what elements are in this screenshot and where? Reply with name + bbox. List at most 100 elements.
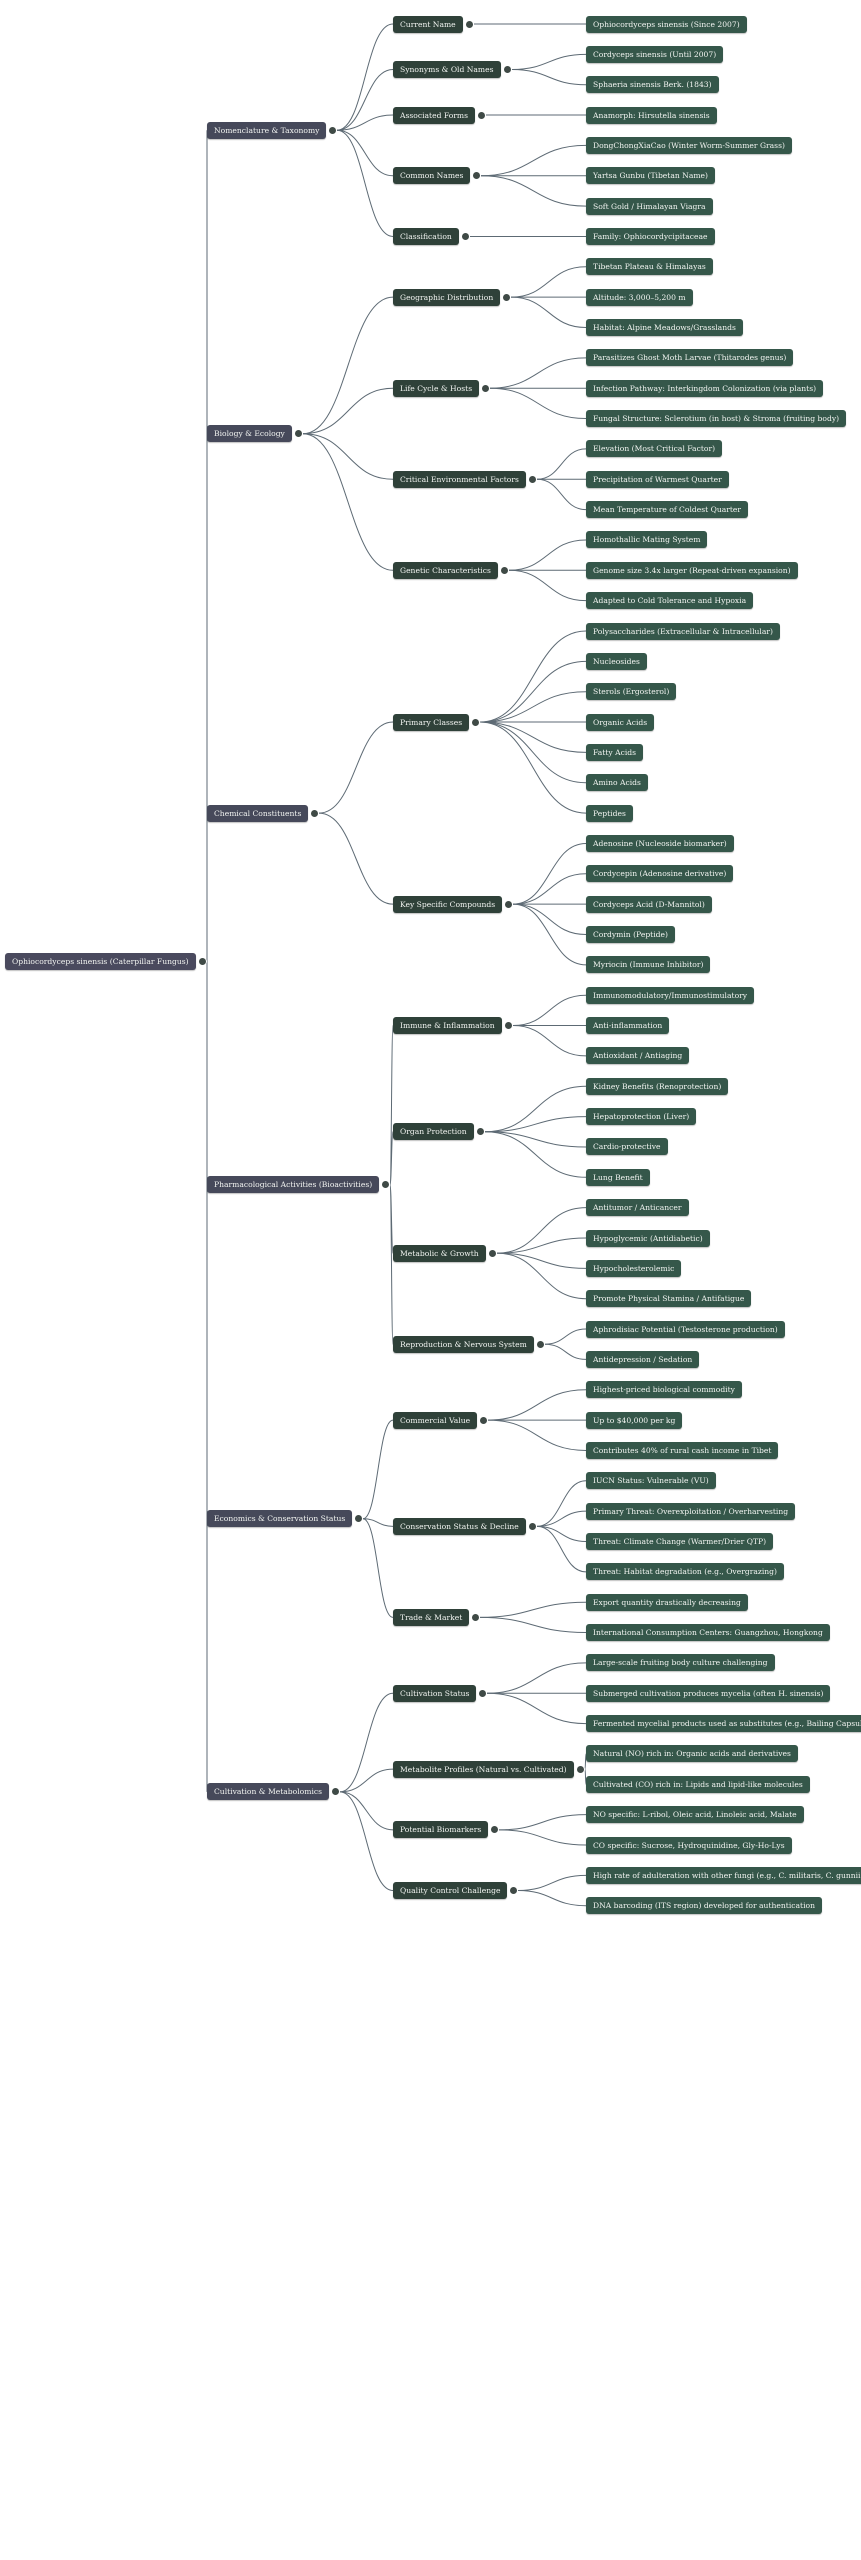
node-fermented-mycelial-products-used-as-subs[interactable]: Fermented mycelial products used as subs… xyxy=(586,1715,861,1733)
node-life-cycle-hosts[interactable]: Life Cycle & Hosts xyxy=(393,379,480,397)
node-myriocin-immune-inhibitor[interactable]: Myriocin (Immune Inhibitor) xyxy=(586,956,711,974)
node-economics-conservation-status[interactable]: Economics & Conservation Status xyxy=(207,1510,353,1528)
node-reproduction-nervous-system[interactable]: Reproduction & Nervous System xyxy=(393,1335,534,1353)
node-commercial-value[interactable]: Commercial Value xyxy=(393,1411,478,1429)
collapse-toggle-icon[interactable] xyxy=(294,429,303,439)
node-amino-acids[interactable]: Amino Acids xyxy=(586,774,648,792)
node-cordymin-peptide[interactable]: Cordymin (Peptide) xyxy=(586,926,675,943)
collapse-toggle-icon[interactable] xyxy=(354,1514,363,1524)
collapse-toggle-icon[interactable] xyxy=(310,808,319,818)
collapse-toggle-icon[interactable] xyxy=(500,565,509,575)
node-cordycepin-adenosine-derivative[interactable]: Cordycepin (Adenosine derivative) xyxy=(586,865,734,883)
node-soft-gold-himalayan-viagra[interactable]: Soft Gold / Himalayan Viagra xyxy=(586,197,713,215)
node-cordyceps-sinensis-until-2007[interactable]: Cordyceps sinensis (Until 2007) xyxy=(586,45,724,63)
node-associated-forms[interactable]: Associated Forms xyxy=(393,106,476,124)
node-aphrodisiac-potential-testosterone-produ[interactable]: Aphrodisiac Potential (Testosterone prod… xyxy=(586,1320,785,1338)
node-dna-barcoding-its-region-developed-for-a[interactable]: DNA barcoding (ITS region) developed for… xyxy=(586,1897,822,1915)
collapse-toggle-icon[interactable] xyxy=(528,1521,537,1531)
node-hepatoprotection-liver[interactable]: Hepatoprotection (Liver) xyxy=(586,1108,697,1126)
node-nomenclature-taxonomy[interactable]: Nomenclature & Taxonomy xyxy=(207,121,327,139)
node-elevation-most-critical-factor[interactable]: Elevation (Most Critical Factor) xyxy=(586,440,723,458)
node-genetic-characteristics[interactable]: Genetic Characteristics xyxy=(393,561,498,579)
node-parasitizes-ghost-moth-larvae-thitarodes[interactable]: Parasitizes Ghost Moth Larvae (Thitarode… xyxy=(586,349,794,367)
node-metabolite-profiles-natural-vs-cultivate[interactable]: Metabolite Profiles (Natural vs. Cultiva… xyxy=(393,1760,574,1778)
collapse-toggle-icon[interactable] xyxy=(328,125,337,135)
node-sphaeria-sinensis-berk-1843[interactable]: Sphaeria sinensis Berk. (1843) xyxy=(586,76,719,94)
node-co-specific-sucrose-hydroquinidine-gly-h[interactable]: CO specific: Sucrose, Hydroquinidine, Gl… xyxy=(586,1836,792,1854)
collapse-toggle-icon[interactable] xyxy=(472,171,481,181)
node-polysaccharides-extracellular-intracellu[interactable]: Polysaccharides (Extracellular & Intrace… xyxy=(586,622,780,640)
node-family-ophiocordycipitaceae[interactable]: Family: Ophiocordycipitaceae xyxy=(586,227,715,245)
node-adenosine-nucleoside-biomarker[interactable]: Adenosine (Nucleoside biomarker) xyxy=(586,834,734,852)
node-high-rate-of-adulteration-with-other-fun[interactable]: High rate of adulteration with other fun… xyxy=(586,1866,861,1884)
node-cultivated-co-rich-in-lipids-and-lipid-l[interactable]: Cultivated (CO) rich in: Lipids and lipi… xyxy=(586,1775,810,1793)
node-organic-acids[interactable]: Organic Acids xyxy=(586,713,655,731)
node-cardio-protective[interactable]: Cardio-protective xyxy=(586,1138,668,1156)
node-cultivation-status[interactable]: Cultivation Status xyxy=(393,1684,477,1702)
collapse-toggle-icon[interactable] xyxy=(478,1688,487,1698)
node-kidney-benefits-renoprotection[interactable]: Kidney Benefits (Renoprotection) xyxy=(586,1077,729,1095)
node-homothallic-mating-system[interactable]: Homothallic Mating System xyxy=(586,531,708,549)
node-biology-ecology[interactable]: Biology & Ecology xyxy=(207,425,292,443)
node-primary-threat-overexploitation-overharv[interactable]: Primary Threat: Overexploitation / Overh… xyxy=(586,1502,796,1520)
node-tibetan-plateau-himalayas[interactable]: Tibetan Plateau & Himalayas xyxy=(586,258,713,276)
node-primary-classes[interactable]: Primary Classes xyxy=(393,713,470,731)
node-threat-climate-change-warmer-drier-qtp[interactable]: Threat: Climate Change (Warmer/Drier QTP… xyxy=(586,1533,774,1550)
node-genome-size-3-4x-larger-repeat-driven-ex[interactable]: Genome size 3.4x larger (Repeat-driven e… xyxy=(586,561,798,579)
node-synonyms-old-names[interactable]: Synonyms & Old Names xyxy=(393,61,501,79)
node-fatty-acids[interactable]: Fatty Acids xyxy=(586,743,644,761)
node-fungal-structure-sclerotium-in-host-stro[interactable]: Fungal Structure: Sclerotium (in host) &… xyxy=(586,410,847,428)
node-no-specific-l-ribol-oleic-acid-linoleic-[interactable]: NO specific: L-ribol, Oleic acid, Linole… xyxy=(586,1806,804,1824)
collapse-toggle-icon[interactable] xyxy=(502,292,511,302)
node-export-quantity-drastically-decreasing[interactable]: Export quantity drastically decreasing xyxy=(586,1593,748,1611)
node-anti-inflammation[interactable]: Anti-inflammation xyxy=(586,1017,670,1035)
node-anamorph-hirsutella-sinensis[interactable]: Anamorph: Hirsutella sinensis xyxy=(586,106,717,124)
node-geographic-distribution[interactable]: Geographic Distribution xyxy=(393,288,501,306)
collapse-toggle-icon[interactable] xyxy=(490,1825,499,1835)
collapse-toggle-icon[interactable] xyxy=(331,1787,340,1797)
collapse-toggle-icon[interactable] xyxy=(488,1248,497,1258)
node-critical-environmental-factors[interactable]: Critical Environmental Factors xyxy=(393,470,526,488)
node-ophiocordyceps-sinensis-caterpillar-fung[interactable]: Ophiocordyceps sinensis (Caterpillar Fun… xyxy=(5,952,196,970)
node-common-names[interactable]: Common Names xyxy=(393,167,471,185)
node-immune-inflammation[interactable]: Immune & Inflammation xyxy=(393,1017,502,1035)
node-dongchongxiacao-winter-worm-summer-grass[interactable]: DongChongXiaCao (Winter Worm-Summer Gras… xyxy=(586,136,792,154)
node-hypocholesterolemic[interactable]: Hypocholesterolemic xyxy=(586,1259,682,1277)
node-cordyceps-acid-d-mannitol[interactable]: Cordyceps Acid (D-Mannitol) xyxy=(586,895,712,913)
collapse-toggle-icon[interactable] xyxy=(481,383,490,393)
node-organ-protection[interactable]: Organ Protection xyxy=(393,1123,474,1141)
node-ophiocordyceps-sinensis-since-2007[interactable]: Ophiocordyceps sinensis (Since 2007) xyxy=(586,15,747,33)
node-potential-biomarkers[interactable]: Potential Biomarkers xyxy=(393,1821,489,1839)
collapse-toggle-icon[interactable] xyxy=(198,956,207,966)
collapse-toggle-icon[interactable] xyxy=(479,1415,488,1425)
node-metabolic-growth[interactable]: Metabolic & Growth xyxy=(393,1244,486,1262)
collapse-toggle-icon[interactable] xyxy=(477,110,486,120)
node-antitumor-anticancer[interactable]: Antitumor / Anticancer xyxy=(586,1199,689,1217)
collapse-toggle-icon[interactable] xyxy=(461,231,470,241)
node-large-scale-fruiting-body-culture-challe[interactable]: Large-scale fruiting body culture challe… xyxy=(586,1654,775,1672)
node-cultivation-metabolomics[interactable]: Cultivation & Metabolomics xyxy=(207,1783,330,1801)
collapse-toggle-icon[interactable] xyxy=(471,717,480,727)
collapse-toggle-icon[interactable] xyxy=(536,1339,545,1349)
collapse-toggle-icon[interactable] xyxy=(509,1886,518,1896)
node-altitude-3-000-5-200-m[interactable]: Altitude: 3,000–5,200 m xyxy=(586,288,693,306)
node-conservation-status-decline[interactable]: Conservation Status & Decline xyxy=(393,1517,526,1535)
collapse-toggle-icon[interactable] xyxy=(476,1127,485,1137)
node-peptides[interactable]: Peptides xyxy=(586,804,633,822)
collapse-toggle-icon[interactable] xyxy=(504,1021,513,1031)
collapse-toggle-icon[interactable] xyxy=(528,474,537,484)
collapse-toggle-icon[interactable] xyxy=(576,1764,585,1774)
node-natural-no-rich-in-organic-acids-and-der[interactable]: Natural (NO) rich in: Organic acids and … xyxy=(586,1745,798,1763)
node-international-consumption-centers-guangz[interactable]: International Consumption Centers: Guang… xyxy=(586,1624,830,1642)
node-immunomodulatory-immunostimulatory[interactable]: Immunomodulatory/Immunostimulatory xyxy=(586,986,755,1004)
node-threat-habitat-degradation-e-g-overgrazi[interactable]: Threat: Habitat degradation (e.g., Overg… xyxy=(586,1563,785,1581)
node-nucleosides[interactable]: Nucleosides xyxy=(586,652,647,670)
node-antidepression-sedation[interactable]: Antidepression / Sedation xyxy=(586,1350,700,1368)
node-habitat-alpine-meadows-grasslands[interactable]: Habitat: Alpine Meadows/Grasslands xyxy=(586,319,743,336)
node-pharmacological-activities-bioactivities[interactable]: Pharmacological Activities (Bioactivitie… xyxy=(207,1176,380,1194)
node-trade-market[interactable]: Trade & Market xyxy=(393,1608,470,1626)
node-iucn-status-vulnerable-vu[interactable]: IUCN Status: Vulnerable (VU) xyxy=(586,1472,716,1490)
node-hypoglycemic-antidiabetic[interactable]: Hypoglycemic (Antidiabetic) xyxy=(586,1229,710,1247)
node-promote-physical-stamina-antifatigue[interactable]: Promote Physical Stamina / Antifatigue xyxy=(586,1290,752,1308)
node-contributes-40-of-rural-cash-income-in-t[interactable]: Contributes 40% of rural cash income in … xyxy=(586,1441,779,1459)
